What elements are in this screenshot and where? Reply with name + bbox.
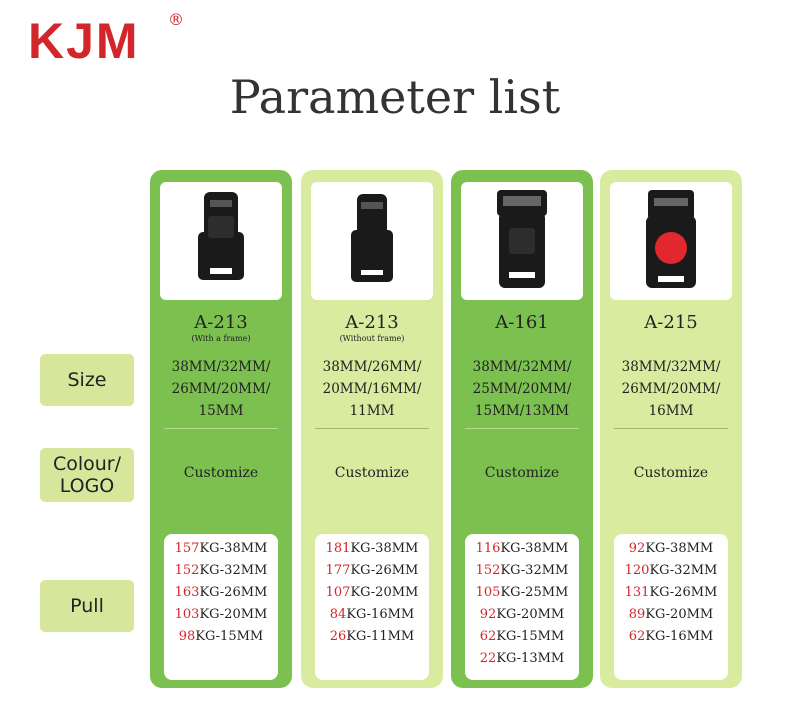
- buckle-image: [160, 182, 282, 300]
- pull-label: Pull: [40, 580, 134, 632]
- product-column-a213-noframe: A-213 (Without frame) 38MM/26MM/ 20MM/16…: [301, 170, 443, 688]
- colour-logo-label: Colour/ LOGO: [40, 448, 134, 502]
- pull-row: 152KG-32MM: [475, 563, 569, 578]
- pull-row: 163KG-26MM: [174, 585, 268, 600]
- brand-logo: KJM: [28, 13, 140, 69]
- pull-row: 22KG-13MM: [479, 651, 565, 666]
- pull-row: 62KG-15MM: [479, 629, 565, 644]
- pull-row: 103KG-20MM: [174, 607, 268, 622]
- model-name: A-215: [644, 312, 698, 333]
- pull-row: 105KG-25MM: [475, 585, 569, 600]
- pull-row: 157KG-38MM: [174, 541, 268, 556]
- size-line: 38MM/26MM/: [322, 359, 422, 375]
- size-line: 38MM/32MM/: [171, 359, 271, 375]
- pull-row: 92KG-20MM: [479, 607, 565, 622]
- pull-row: 26KG-11MM: [329, 629, 415, 644]
- size-list: 38MM/26MM/ 20MM/16MM/ 11MM: [301, 356, 443, 422]
- buckle-with-frame-icon: [198, 192, 244, 280]
- pull-label-text: Pull: [70, 595, 104, 617]
- buckle-image: [610, 182, 732, 300]
- size-line: 25MM/20MM/: [472, 381, 572, 397]
- size-list: 38MM/32MM/ 26MM/20MM/ 15MM: [150, 356, 292, 422]
- pull-box: 92KG-38MM 120KG-32MM 131KG-26MM 89KG-20M…: [614, 534, 728, 680]
- size-line: 15MM: [198, 403, 244, 419]
- divider: [164, 428, 278, 429]
- buckle-without-frame-icon: [351, 194, 393, 282]
- product-column-a161: A-161 38MM/32MM/ 25MM/20MM/ 15MM/13MM Cu…: [451, 170, 593, 688]
- pull-box: 181KG-38MM 177KG-26MM 107KG-20MM 84KG-16…: [315, 534, 429, 680]
- product-column-a215: A-215 38MM/32MM/ 26MM/20MM/ 16MM Customi…: [600, 170, 742, 688]
- pull-row: 89KG-20MM: [628, 607, 714, 622]
- product-column-a213-frame: A-213 (With a frame) 38MM/32MM/ 26MM/20M…: [150, 170, 292, 688]
- colour-label-text: Colour/: [52, 453, 122, 475]
- size-line: 15MM/13MM: [474, 403, 570, 419]
- pull-row: 116KG-38MM: [475, 541, 569, 556]
- size-line: 20MM/16MM/: [322, 381, 422, 397]
- size-list: 38MM/32MM/ 25MM/20MM/ 15MM/13MM: [451, 356, 593, 422]
- pull-row: 131KG-26MM: [624, 585, 718, 600]
- model-note: (Without frame): [339, 334, 405, 343]
- colour-value: Customize: [484, 465, 560, 481]
- pull-row: 84KG-16MM: [329, 607, 415, 622]
- pull-row: 120KG-32MM: [624, 563, 718, 578]
- pull-row: 152KG-32MM: [174, 563, 268, 578]
- colour-value: Customize: [334, 465, 410, 481]
- buckle-safety-icon: [646, 190, 696, 288]
- pull-row: 92KG-38MM: [628, 541, 714, 556]
- divider: [465, 428, 579, 429]
- size-line: 26MM/20MM/: [171, 381, 271, 397]
- size-list: 38MM/32MM/ 26MM/20MM/ 16MM: [600, 356, 742, 422]
- size-line: 38MM/32MM/: [472, 359, 572, 375]
- pull-box: 116KG-38MM 152KG-32MM 105KG-25MM 92KG-20…: [465, 534, 579, 680]
- registered-mark: ®: [168, 10, 184, 29]
- model-note: (With a frame): [191, 334, 251, 343]
- size-label: Size: [40, 354, 134, 406]
- divider: [614, 428, 728, 429]
- size-line: 16MM: [648, 403, 694, 419]
- model-name: A-161: [495, 312, 549, 333]
- colour-value: Customize: [633, 465, 709, 481]
- page-title: Parameter list: [229, 70, 561, 124]
- logo-label-text: LOGO: [59, 475, 115, 497]
- size-label-text: Size: [67, 369, 107, 391]
- size-line: 11MM: [349, 403, 395, 419]
- model-name: A-213: [194, 312, 248, 333]
- size-line: 38MM/32MM/: [621, 359, 721, 375]
- size-line: 26MM/20MM/: [621, 381, 721, 397]
- pull-box: 157KG-38MM 152KG-32MM 163KG-26MM 103KG-2…: [164, 534, 278, 680]
- model-name: A-213: [345, 312, 399, 333]
- buckle-a161-icon: [497, 190, 547, 288]
- buckle-image: [311, 182, 433, 300]
- colour-value: Customize: [183, 465, 259, 481]
- pull-row: 181KG-38MM: [325, 541, 419, 556]
- pull-row: 62KG-16MM: [628, 629, 714, 644]
- pull-row: 98KG-15MM: [178, 629, 264, 644]
- pull-row: 107KG-20MM: [325, 585, 419, 600]
- divider: [315, 428, 429, 429]
- pull-row: 177KG-26MM: [325, 563, 419, 578]
- buckle-image: [461, 182, 583, 300]
